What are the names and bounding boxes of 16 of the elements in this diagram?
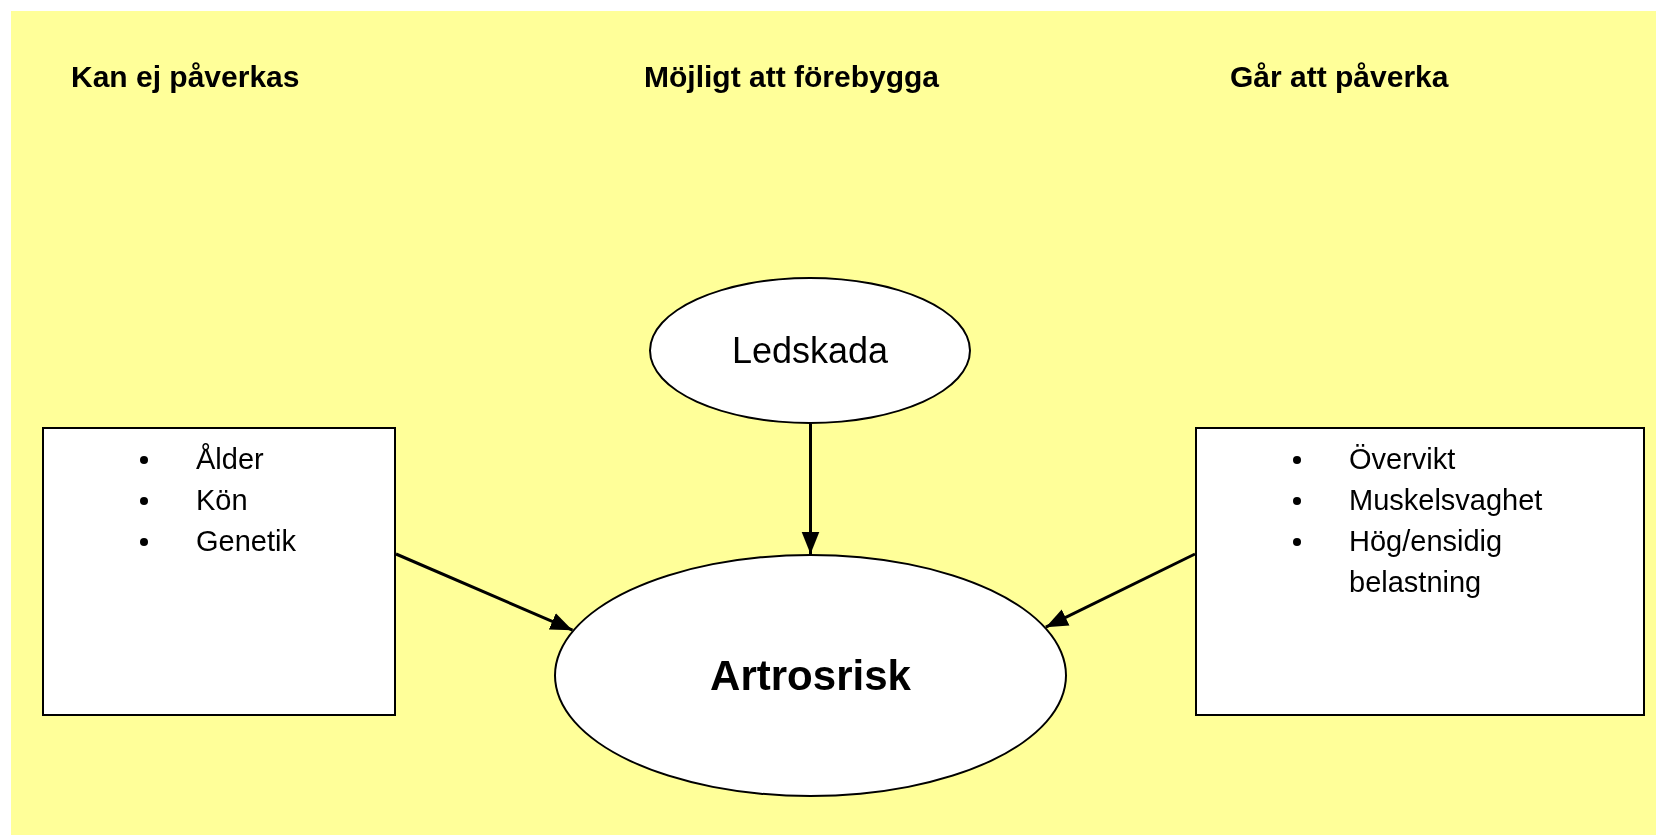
column-heading: Går att påverka xyxy=(1230,60,1449,94)
arrow xyxy=(395,552,574,632)
column-heading: Möjligt att förebygga xyxy=(644,60,939,94)
bullet-item: Övervikt xyxy=(1293,439,1456,480)
factor-box xyxy=(42,427,396,716)
bullet-item: Genetik xyxy=(140,521,296,562)
arrow xyxy=(1045,552,1196,629)
bullet-item: Hög/ensidig belastning xyxy=(1293,521,1589,603)
column-heading: Kan ej påverkas xyxy=(71,60,300,94)
arrow xyxy=(801,424,820,554)
bullet-item: Muskelsvaghet xyxy=(1293,480,1543,521)
node-label: Ledskada xyxy=(731,329,889,372)
bullet-item: Kön xyxy=(140,480,248,521)
bullet-item: Ålder xyxy=(140,439,264,480)
node-label: Artrosrisk xyxy=(710,651,911,700)
factor-box xyxy=(1195,427,1645,716)
